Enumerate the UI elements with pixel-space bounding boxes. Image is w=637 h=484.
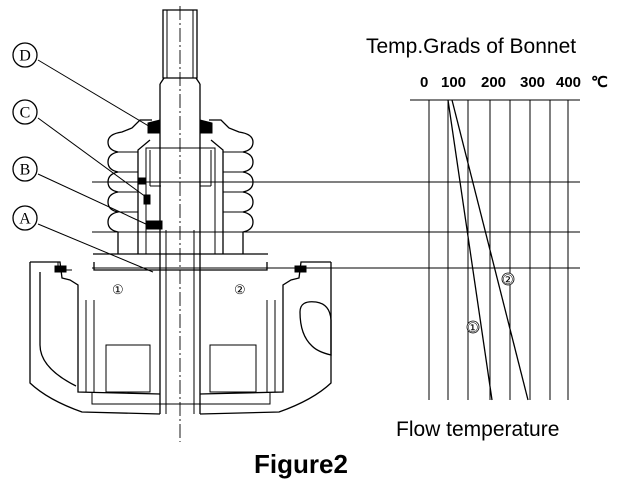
callout-a-label: A <box>19 211 31 228</box>
callout-d-label: D <box>19 48 31 65</box>
callout-d: D <box>12 42 153 129</box>
zone-2-label: ② <box>234 283 246 298</box>
callout-c-label: C <box>20 105 31 122</box>
curve-1 <box>447 99 493 401</box>
curve-2-label: ② <box>502 273 514 288</box>
curve-2 <box>451 99 529 401</box>
zone-1-label: ① <box>112 283 124 298</box>
callout-a: A <box>12 205 154 273</box>
bonnet <box>93 119 268 271</box>
reference-lines <box>92 181 580 269</box>
graph-gridlines <box>428 100 569 400</box>
temperature-graph: Temp.Grads of Bonnet 0 100 200 300 400 ℃… <box>366 35 608 441</box>
curve-1-label: ① <box>467 321 479 336</box>
packing-seals <box>137 119 213 230</box>
callout-b: B <box>12 156 149 226</box>
tick-400: 400 <box>556 74 581 91</box>
tick-unit: ℃ <box>591 74 608 91</box>
tick-0: 0 <box>420 74 428 91</box>
valve-stem <box>159 9 201 414</box>
tick-200: 200 <box>481 74 506 91</box>
callout-c: C <box>12 99 147 198</box>
graph-title: Temp.Grads of Bonnet <box>366 35 576 58</box>
figure-caption: Figure2 <box>254 449 348 479</box>
tick-300: 300 <box>520 74 545 91</box>
valve-body <box>29 261 332 415</box>
tick-100: 100 <box>441 74 466 91</box>
tick-labels: 0 100 200 300 400 ℃ <box>420 74 608 91</box>
graph-xlabel: Flow temperature <box>396 418 559 441</box>
callout-b-label: B <box>20 162 31 179</box>
